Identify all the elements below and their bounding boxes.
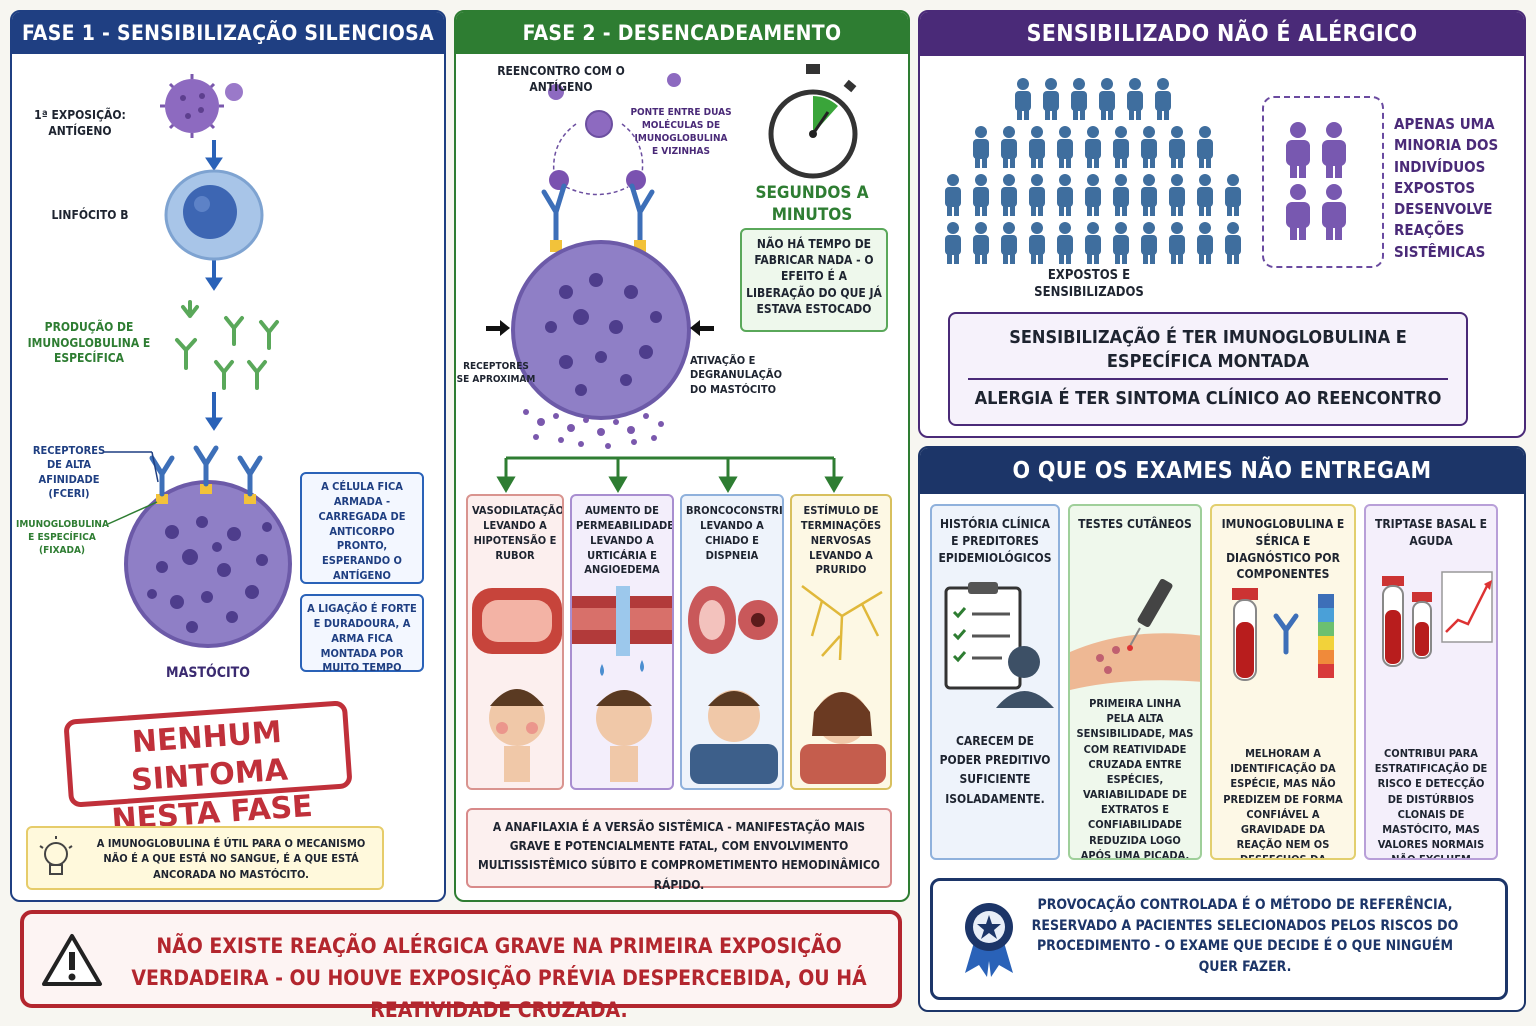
time-note: NÃO HÁ TEMPO DE FABRICAR NADA - O EFEITO… — [740, 228, 888, 332]
exposed-population-icon — [945, 78, 1241, 264]
vessel-leak-icon — [572, 586, 672, 782]
exam-card-skin: TESTES CUTÂNEOS PRIMEIRA LINHA PELA ALTA… — [1068, 504, 1202, 860]
exam-text: CARECEM DE PODER PREDITIVO SUFICIENTE IS… — [939, 734, 1051, 806]
effect-pruritus: ESTÍMULO DE TERMINAÇÕES NERVOSAS LEVANDO… — [790, 494, 892, 790]
exposure-label: 1ª EXPOSIÇÃO: ANTÍGENO — [34, 108, 126, 138]
definition-allergy: ALERGIA É TER SINTOMA CLÍNICO AO REENCON… — [974, 388, 1442, 409]
tip-box: A IMUNOGLOBULINA É ÚTIL PARA O MECANISMO… — [26, 826, 384, 890]
phase2-title: FASE 2 - DESENCADEAMENTO — [456, 12, 908, 54]
anaphylaxis-box: A ANAFILAXIA É A VERSÃO SISTÊMICA - MANI… — [466, 808, 892, 892]
exam-title: TRIPTASE BASAL E AGUDA — [1374, 517, 1488, 548]
warning-icon — [42, 934, 102, 986]
anaphylaxis-text: A ANAFILAXIA É A VERSÃO SISTÊMICA - MANI… — [478, 820, 880, 892]
production-label: PRODUÇÃO DE IMUNOGLOBULINA E ESPECÍFICA — [27, 320, 151, 366]
ige-fixed-label: IMUNOGLOBULINA E ESPECÍFICA (FIXADA) — [16, 519, 109, 556]
definitions-box: SENSIBILIZAÇÃO É TER IMUNOGLOBULINA E ES… — [948, 312, 1468, 426]
phase1-panel: FASE 1 - SENSIBILIZAÇÃO SILENCIOSA — [10, 10, 446, 902]
bond-note: A LIGAÇÃO É FORTE E DURADOURA, A ARMA FI… — [300, 594, 424, 674]
reencounter-label: REENCONTRO COM O ANTÍGENO — [497, 64, 625, 94]
activation-label: ATIVAÇÃO E DEGRANULAÇÃO DO MASTÓCITO — [690, 354, 782, 396]
award-ribbon-icon — [965, 903, 1013, 977]
receptors-approach-label: RECEPTORES SE APROXIMAM — [456, 361, 536, 385]
definitions-divider — [968, 378, 1448, 380]
exposed-label: EXPOSTOS E SENSIBILIZADOS — [1034, 268, 1144, 300]
effect-bronchoconstriction: BRONCOCONSTRIÇÃO LEVANDO A CHIADO E DISP… — [680, 494, 784, 790]
sensitized-title: SENSIBILIZADO NÃO É ALÉRGICO — [920, 12, 1524, 56]
exam-text: CONTRIBUI PARA ESTRATIFICAÇÃO DE RISCO E… — [1374, 747, 1488, 860]
bronchi-icon — [688, 586, 778, 784]
time-label: SEGUNDOS A MINUTOS — [755, 183, 869, 226]
provocation-box: PROVOCAÇÃO CONTROLADA É O MÉTODO DE REFE… — [930, 878, 1508, 1000]
minority-label: APENAS UMA MINORIA DOS INDIVÍDUOS EXPOST… — [1394, 115, 1499, 261]
minority-figures-icon — [1286, 122, 1346, 240]
warning-banner: NÃO EXISTE REAÇÃO ALÉRGICA GRAVE NA PRIM… — [20, 910, 902, 1022]
effect-vasodilation: VASODILATAÇÃO LEVANDO A HIPOTENSÃO E RUB… — [466, 494, 564, 790]
exams-panel: O QUE OS EXAMES NÃO ENTREGAM HISTÓRIA CL… — [918, 446, 1526, 1012]
armed-note: A CÉLULA FICA ARMADA - CARREGADA DE ANTI… — [300, 472, 424, 584]
effect-text: VASODILATAÇÃO LEVANDO A HIPOTENSÃO E RUB… — [472, 504, 564, 562]
warning-text: NÃO EXISTE REAÇÃO ALÉRGICA GRAVE NA PRIM… — [131, 934, 867, 1022]
bridge-label: PONTE ENTRE DUAS MOLÉCULAS DE IMUNOGLOBU… — [630, 107, 732, 157]
tip-text: A IMUNOGLOBULINA É ÚTIL PARA O MECANISMO… — [96, 837, 366, 881]
provocation-text: PROVOCAÇÃO CONTROLADA É O MÉTODO DE REFE… — [1031, 897, 1459, 976]
exam-text: MELHORAM A IDENTIFICAÇÃO DA ESPÉCIE, MAS… — [1223, 747, 1343, 860]
phase1-title: FASE 1 - SENSIBILIZAÇÃO SILENCIOSA — [12, 12, 444, 54]
exam-title: IMUNOGLOBULINA E SÉRICA E DIAGNÓSTICO PO… — [1221, 517, 1345, 582]
no-symptom-stamp: NENHUM SINTOMA NESTA FASE — [63, 700, 353, 838]
degranulation-illustration — [486, 64, 858, 493]
vessel-dilated-icon — [472, 588, 562, 782]
effect-text: BRONCOCONSTRIÇÃO LEVANDO A CHIADO E DISP… — [686, 504, 783, 562]
exam-card-serum: IMUNOGLOBULINA E SÉRICA E DIAGNÓSTICO PO… — [1210, 504, 1356, 860]
clipboard-icon — [944, 582, 1054, 708]
phase2-panel: FASE 2 - DESENCADEAMENTO — [454, 10, 910, 902]
exam-title: TESTES CUTÂNEOS — [1078, 517, 1192, 531]
antigen-icon — [104, 74, 292, 648]
exam-title: HISTÓRIA CLÍNICA E PREDITORES EPIDEMIOLÓ… — [938, 517, 1052, 565]
effect-text: AUMENTO DE PERMEABILIDADE LEVANDO A URTI… — [576, 504, 674, 577]
exams-title: O QUE OS EXAMES NÃO ENTREGAM — [920, 448, 1524, 494]
nerve-endings-icon — [800, 585, 886, 784]
effect-permeability: AUMENTO DE PERMEABILIDADE LEVANDO A URTI… — [570, 494, 674, 790]
definition-sensitization: SENSIBILIZAÇÃO É TER IMUNOGLOBULINA E ES… — [1009, 327, 1407, 373]
exam-card-tryptase: TRIPTASE BASAL E AGUDA CONTRIBUI PARA ES… — [1364, 504, 1498, 860]
blood-tube-icon — [1232, 588, 1334, 681]
exam-text: PRIMEIRA LINHA PELA ALTA SENSIBILIDADE, … — [1076, 697, 1194, 860]
tryptase-chart-icon — [1382, 571, 1493, 667]
mastocyte-label: MASTÓCITO — [166, 665, 250, 681]
exam-card-history: HISTÓRIA CLÍNICA E PREDITORES EPIDEMIOLÓ… — [930, 504, 1060, 860]
minority-group — [1262, 96, 1384, 268]
lymphocyte-label: LINFÓCITO B — [51, 208, 129, 222]
lightbulb-icon — [39, 836, 73, 875]
skin-test-icon — [1070, 578, 1200, 690]
sensitized-panel: SENSIBILIZADO NÃO É ALÉRGICO EXPOSTOS E … — [918, 10, 1526, 438]
effect-text: ESTÍMULO DE TERMINAÇÕES NERVOSAS LEVANDO… — [800, 504, 882, 577]
stopwatch-icon — [768, 64, 858, 179]
receptors-label: RECEPTORES DE ALTA AFINIDADE (FcεRI) — [32, 444, 106, 500]
